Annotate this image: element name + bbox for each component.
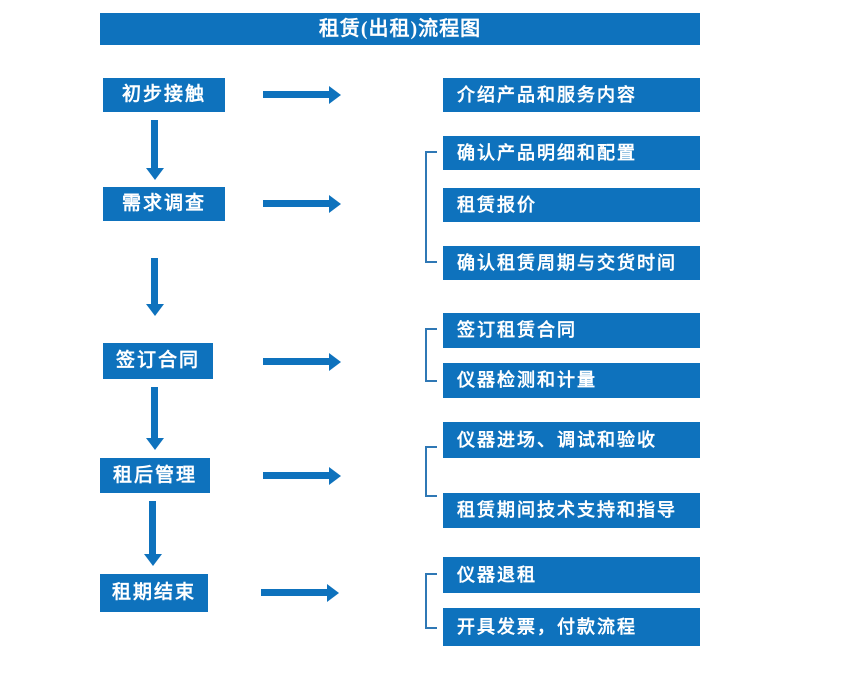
detail-box-rental-quote: 租赁报价 [443,188,700,222]
detail-box-instrument-return: 仪器退租 [443,557,700,593]
detail-box-instrument-entry-acceptance: 仪器进场、调试和验收 [443,422,700,458]
stage-box-initial-contact: 初步接触 [103,78,225,112]
detail-box-tech-support: 租赁期间技术支持和指导 [443,493,700,528]
detail-box-confirm-period-delivery: 确认租赁周期与交货时间 [443,246,700,280]
stage-box-demand-survey: 需求调查 [103,187,225,221]
down-arrow-icon [151,258,158,304]
detail-box-invoice-payment: 开具发票，付款流程 [443,608,700,646]
group-bracket [425,151,437,263]
right-arrow-icon [263,91,329,98]
stage-box-sign-contract: 签订合同 [103,343,213,379]
group-bracket [425,328,437,382]
down-arrow-icon [151,387,158,438]
right-arrow-icon [261,589,327,596]
flowchart-title: 租赁(出租)流程图 [100,13,700,45]
group-bracket [425,573,437,629]
detail-box-confirm-product-config: 确认产品明细和配置 [443,136,700,170]
stage-box-post-rental-management: 租后管理 [100,458,210,493]
group-bracket [425,446,437,497]
down-arrow-icon [151,120,158,168]
detail-box-sign-rental-contract: 签订租赁合同 [443,313,700,348]
down-arrow-icon [149,501,156,554]
stage-box-rental-end: 租期结束 [100,574,208,612]
right-arrow-icon [263,472,329,479]
right-arrow-icon [263,200,329,207]
detail-box-instrument-testing: 仪器检测和计量 [443,363,700,398]
detail-box-introduce-products: 介绍产品和服务内容 [443,78,700,112]
right-arrow-icon [263,358,329,365]
